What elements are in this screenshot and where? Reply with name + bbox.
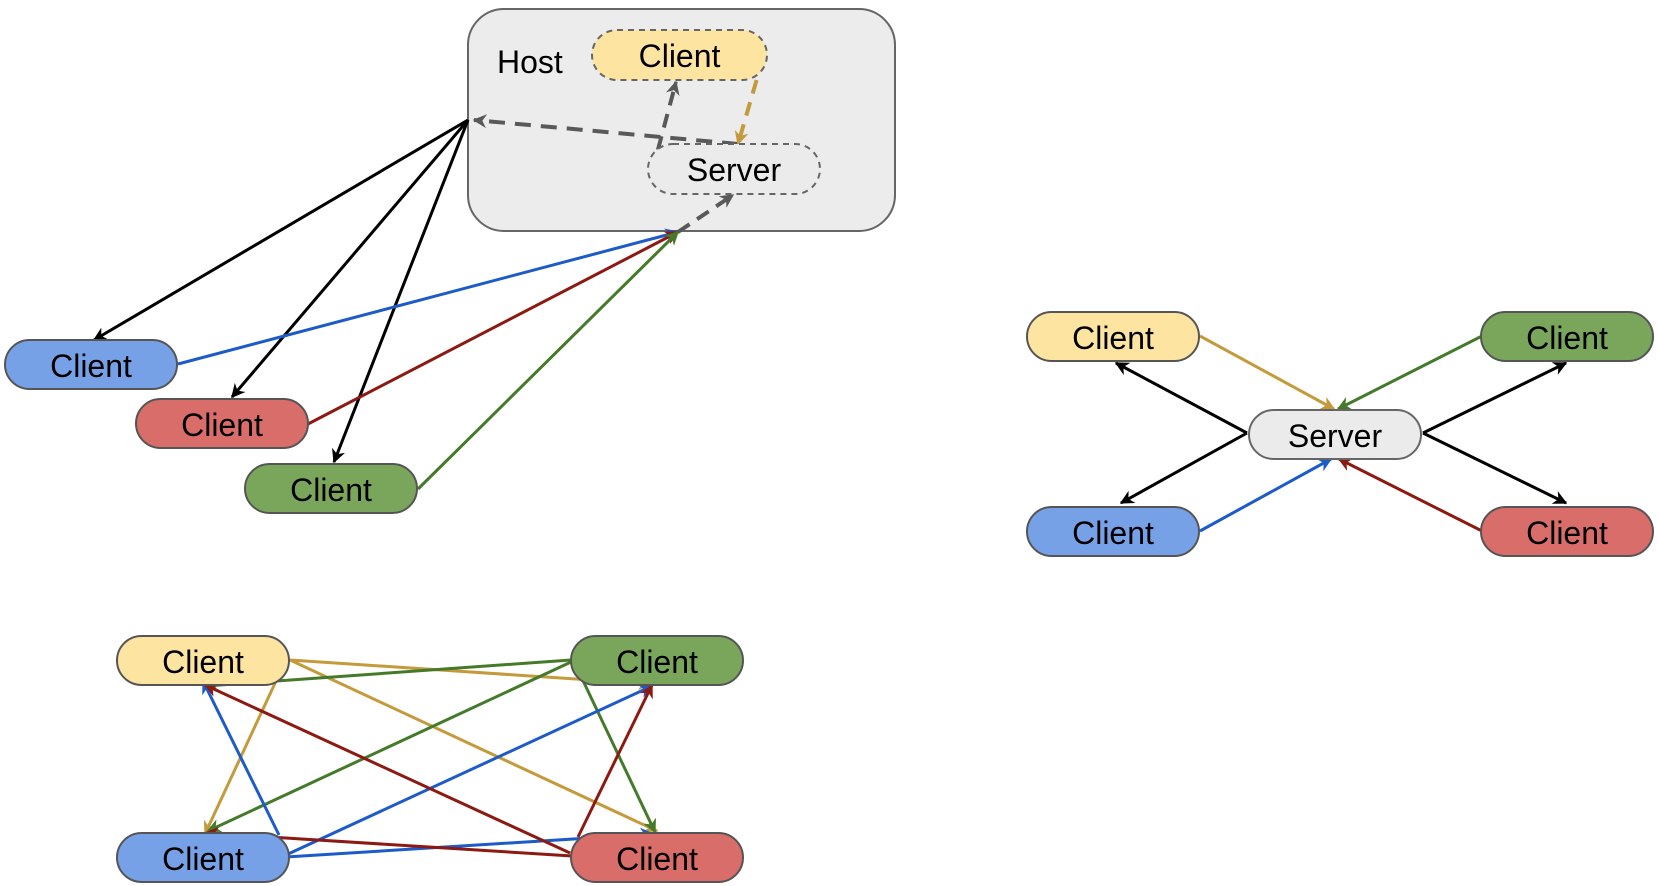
edge-server-to-host-client bbox=[650, 80, 680, 173]
edge-yellow-to-server bbox=[1199, 334, 1336, 411]
host-client-label: Client bbox=[639, 38, 721, 74]
edge-green-to-server bbox=[1336, 334, 1483, 411]
host-server-node: Server bbox=[647, 143, 821, 195]
client-label-red-p2p: Client bbox=[616, 841, 698, 877]
client-node-yellow-right: Client bbox=[1026, 311, 1200, 362]
client-node-red-right: Client bbox=[1480, 506, 1654, 557]
edge-server-to-red bbox=[1422, 431, 1568, 505]
client-label-blue-right: Client bbox=[1072, 515, 1154, 551]
edge-p2p-green-to-red bbox=[575, 667, 657, 834]
client-node-blue: Client bbox=[4, 339, 178, 390]
edge-blue-to-server bbox=[1199, 457, 1333, 533]
edge-green-client-to-server bbox=[416, 230, 680, 491]
server-label-right: Server bbox=[1288, 418, 1383, 454]
client-node-green-right: Client bbox=[1480, 311, 1654, 362]
client-label-green-p2p: Client bbox=[616, 644, 698, 680]
edge-blue-client-to-server bbox=[177, 228, 680, 366]
client-node-blue-p2p: Client bbox=[116, 832, 290, 883]
client-node-red-p2p: Client bbox=[570, 832, 744, 883]
client-node-red: Client bbox=[135, 398, 309, 449]
edge-p2p-blue-to-yellow bbox=[201, 679, 281, 836]
client-label-yellow-right: Client bbox=[1072, 320, 1154, 356]
edge-host-to-blue-client bbox=[92, 118, 469, 342]
edge-p2p-red-to-green bbox=[576, 683, 654, 838]
edge-server-to-yellow bbox=[1114, 361, 1248, 435]
client-node-yellow-p2p: Client bbox=[116, 635, 290, 686]
edge-host-to-red-client bbox=[230, 119, 470, 399]
server-node-right: Server bbox=[1248, 409, 1422, 460]
host-server-label: Server bbox=[687, 152, 782, 188]
host-client-node: Client bbox=[591, 29, 768, 81]
dedicated-server-diagram: Client Client Server Client Client bbox=[1026, 311, 1654, 557]
edge-red-client-to-server bbox=[307, 230, 680, 426]
edge-server-to-green bbox=[1422, 361, 1568, 435]
client-label-blue-p2p: Client bbox=[162, 841, 244, 877]
client-label-green: Client bbox=[290, 472, 372, 508]
edge-host-to-green-client bbox=[332, 119, 470, 464]
edge-p2p-yellow-to-blue bbox=[203, 665, 285, 836]
listen-server-diagram: Host Client Server Client Client bbox=[4, 8, 896, 514]
client-node-green-p2p: Client bbox=[570, 635, 744, 686]
edge-p2p-green-to-blue bbox=[206, 660, 572, 833]
host-label: Host bbox=[497, 44, 563, 80]
client-label-green-right: Client bbox=[1526, 320, 1608, 356]
client-label-blue: Client bbox=[50, 348, 132, 384]
edge-server-to-blue bbox=[1119, 431, 1248, 505]
peer-to-peer-diagram: Client Client Client Client bbox=[116, 635, 744, 883]
edge-p2p-red-to-yellow bbox=[203, 683, 571, 855]
client-label-yellow-p2p: Client bbox=[162, 644, 244, 680]
edge-server-to-host bbox=[472, 114, 739, 146]
edge-p2p-blue-to-green bbox=[285, 684, 654, 857]
edge-host-client-to-server bbox=[734, 57, 765, 146]
client-label-red-right: Client bbox=[1526, 515, 1608, 551]
client-node-blue-right: Client bbox=[1026, 506, 1200, 557]
client-node-green: Client bbox=[244, 463, 418, 514]
edge-ingress-to-server bbox=[676, 193, 735, 234]
client-label-red: Client bbox=[181, 407, 263, 443]
edge-red-to-server bbox=[1337, 457, 1483, 533]
